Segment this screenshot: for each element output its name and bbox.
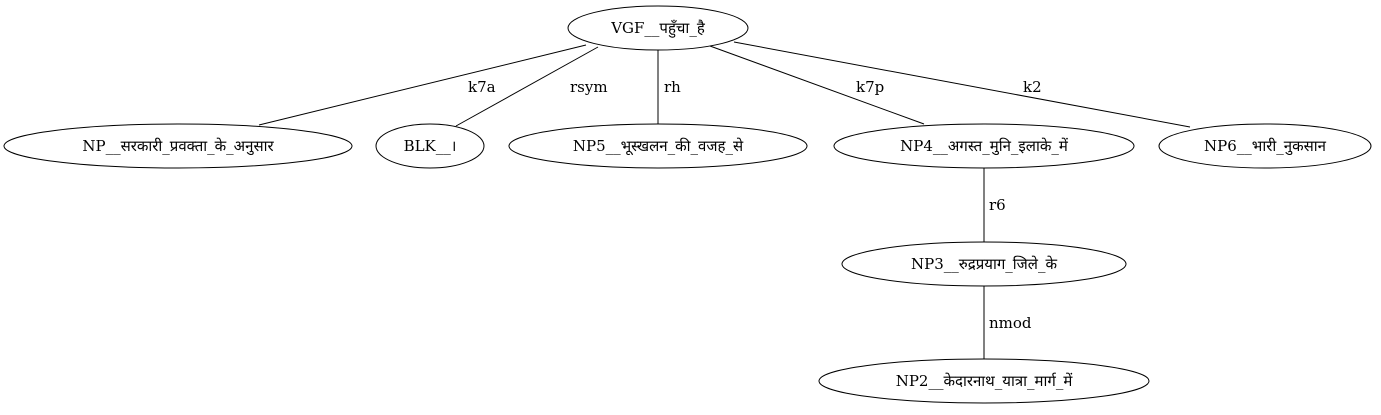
node-label: NP5__भूस्खलन_की_वजह_से xyxy=(573,137,744,156)
node-label: VGF__पहुँचा_है xyxy=(610,19,706,38)
nodes-layer: VGF__पहुँचा_है NP__सरकारी_प्रवक्ता_के_अनु… xyxy=(3,5,1372,404)
node-ellipse xyxy=(508,123,808,169)
node-np5: NP5__भूस्खलन_की_वजह_से xyxy=(508,123,808,169)
node-blk: BLK__। xyxy=(375,123,485,169)
edge-line xyxy=(258,44,587,126)
node-label: NP4__अगस्त_मुनि_इलाके_में xyxy=(900,137,1069,156)
node-label: NP6__भारी_नुकसान xyxy=(1204,137,1327,156)
edge-label: r6 xyxy=(989,196,1006,214)
node-label: NP3__रुद्रप्रयाग_जिले_के xyxy=(911,255,1057,273)
node-np_sarkari: NP__सरकारी_प्रवक्ता_के_अनुसार xyxy=(3,123,353,169)
node-ellipse xyxy=(818,358,1150,404)
node-np2: NP2__केदारनाथ_यात्रा_मार्ग_में xyxy=(818,358,1150,404)
edge-np4-np3: r6 xyxy=(983,168,1006,242)
edge-label: rh xyxy=(664,78,681,96)
edge-line xyxy=(709,45,925,125)
node-ellipse xyxy=(841,241,1127,287)
edge-np3-np2: nmod xyxy=(983,286,1032,359)
node-ellipse xyxy=(1158,123,1372,169)
edge-root-blk: rsym xyxy=(455,46,608,127)
node-np4: NP4__अगस्त_मुनि_इलाके_में xyxy=(833,123,1135,169)
node-root: VGF__पहुँचा_है xyxy=(567,5,749,51)
node-ellipse xyxy=(567,5,749,51)
edge-label: k7p xyxy=(856,78,884,96)
edges-layer: k7a rsym rh k7p k2 r6 nmod xyxy=(258,41,1191,359)
node-ellipse xyxy=(833,123,1135,169)
node-ellipse xyxy=(375,123,485,169)
edge-root-np_sarkari: k7a xyxy=(258,44,587,126)
edge-line xyxy=(733,41,1191,128)
node-label: BLK__। xyxy=(404,137,457,155)
node-np6: NP6__भारी_नुकसान xyxy=(1158,123,1372,169)
edge-label: k2 xyxy=(1023,78,1042,96)
node-label: NP__सरकारी_प्रवक्ता_के_अनुसार xyxy=(82,137,274,156)
edge-label: rsym xyxy=(570,78,608,96)
edge-root-np6: k2 xyxy=(733,41,1191,128)
node-np3: NP3__रुद्रप्रयाग_जिले_के xyxy=(841,241,1127,287)
edge-label: k7a xyxy=(468,78,496,96)
edge-label: nmod xyxy=(989,314,1032,332)
edge-root-np4: k7p xyxy=(709,45,925,125)
edge-root-np5: rh xyxy=(657,50,681,124)
edge-line xyxy=(455,46,599,127)
node-ellipse xyxy=(3,123,353,169)
node-label: NP2__केदारनाथ_यात्रा_मार्ग_में xyxy=(896,372,1074,390)
